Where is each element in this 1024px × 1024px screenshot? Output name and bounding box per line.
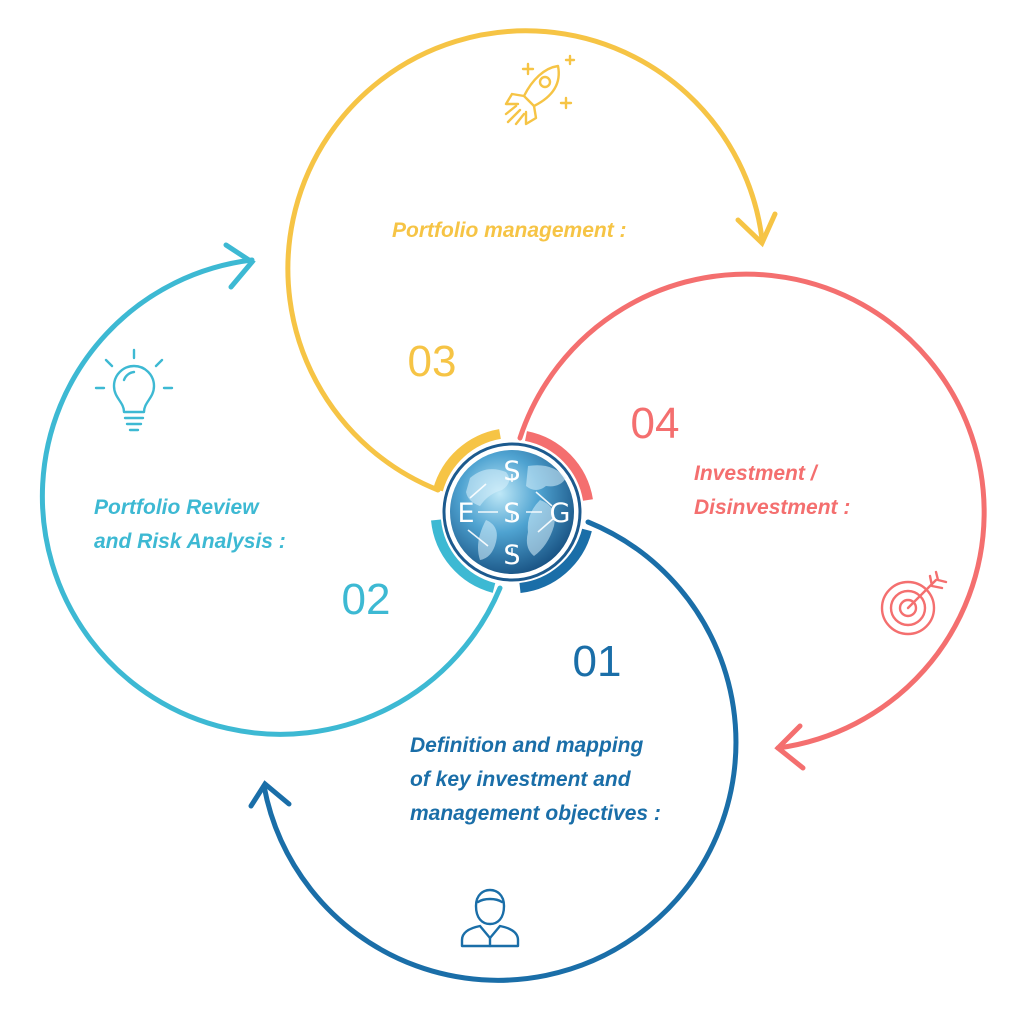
step-01-label: Definition and mapping of key investment… xyxy=(410,734,661,825)
step-02-label: Portfolio Review and Risk Analysis : xyxy=(94,496,286,553)
globe-arc-yellow xyxy=(433,429,501,492)
globe-letter-right: G xyxy=(550,498,571,529)
step-02-cycle xyxy=(39,242,503,737)
step-03-cycle xyxy=(285,28,778,493)
step-03-number: 03 xyxy=(408,337,457,386)
step-04-label: Investment / Disinvestment : xyxy=(694,462,850,519)
step-01-arrowhead xyxy=(248,780,292,809)
globe-arc-coral xyxy=(524,431,593,501)
step-02-arrowhead xyxy=(223,242,256,290)
step-02-ring xyxy=(39,257,503,737)
globe-letter-middle: S xyxy=(503,498,520,529)
globe-letter-bottom: S xyxy=(503,540,520,571)
globe-letter-left: E xyxy=(457,498,474,529)
step-01-number: 01 xyxy=(573,637,622,686)
globe-arc-darkblue xyxy=(519,528,592,593)
step-01-cycle xyxy=(248,519,739,983)
globe-letter-top: S xyxy=(503,456,520,487)
step-03-arrowhead xyxy=(735,211,778,248)
step-04-cycle xyxy=(517,271,987,771)
target-icon xyxy=(880,570,948,636)
step-03-ring xyxy=(285,28,765,493)
step-04-arrowhead xyxy=(774,723,806,771)
rocket-icon xyxy=(504,54,576,126)
globe-continents xyxy=(466,465,566,560)
step-04-ring xyxy=(517,271,987,751)
step-03-label: Portfolio management : xyxy=(392,219,627,242)
esg-globe: S E S G S xyxy=(431,429,593,593)
user-icon xyxy=(460,888,520,948)
lightbulb-icon xyxy=(94,348,174,432)
globe-arc-lightblue xyxy=(431,519,496,593)
step-04-number: 04 xyxy=(631,399,680,448)
globe-grid-lines xyxy=(467,474,555,556)
step-01-ring xyxy=(261,519,739,983)
step-02-number: 02 xyxy=(342,575,391,624)
